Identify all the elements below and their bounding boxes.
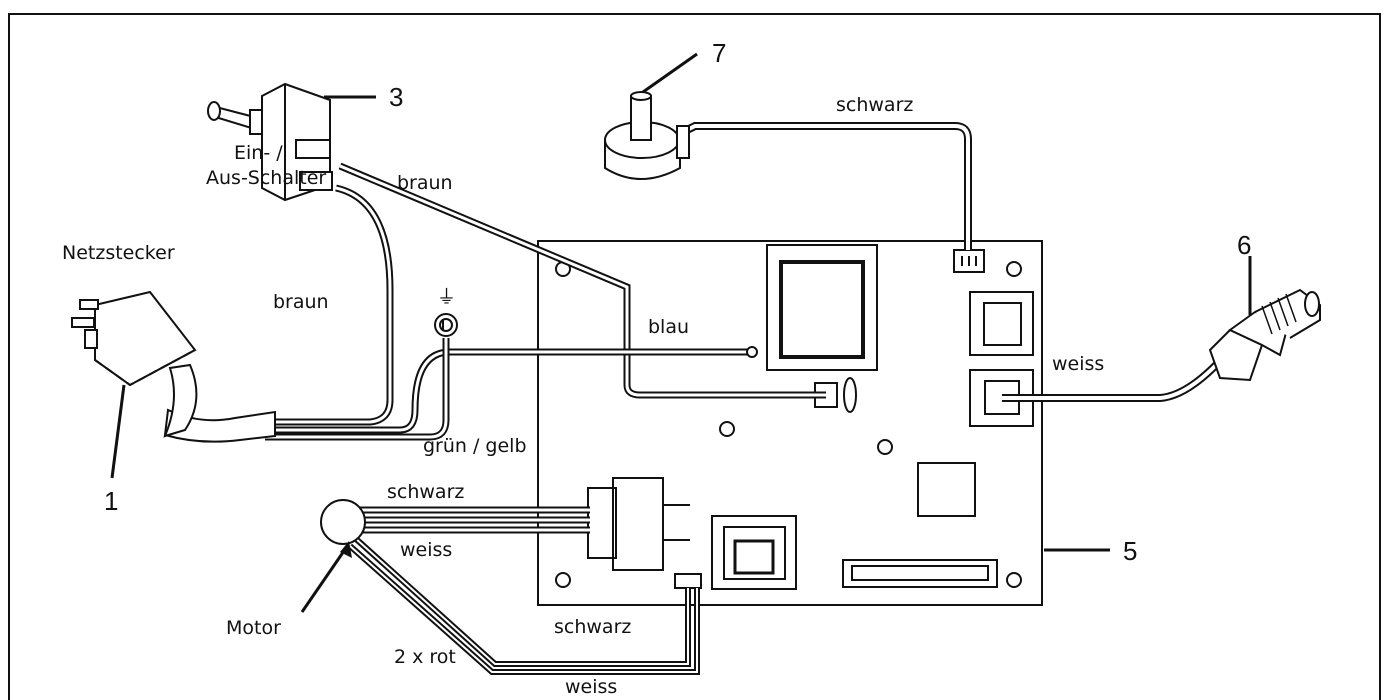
motor-connector [587,477,690,571]
callout-1: 1 [104,486,118,516]
callout-6: 6 [1237,230,1251,260]
wires [265,122,1234,675]
motor-arrow-head [340,541,352,558]
callout-3: 3 [389,82,403,112]
motor-wire-weiss: weiss [400,539,452,561]
diagram-frame [8,13,1381,700]
motor-body [320,499,366,545]
ground-symbol: ⏚ [437,286,456,308]
callout-5: 5 [1123,536,1137,566]
wire-braun-1: braun [397,172,453,194]
motor-wire-schwarz: schwarz [387,481,464,503]
power-plug [71,290,276,443]
control-board [537,240,1043,606]
wire-schwarz-pot: schwarz [836,94,913,116]
wire-gruen-gelb: grün / gelb [423,435,527,457]
wire-braun-2: braun [273,291,329,313]
ground-lug [434,313,458,337]
callout-7: 7 [712,38,726,68]
switch-label-line-2: Aus-Schalter [206,167,326,189]
wire-weiss-sensor: weiss [1052,353,1104,375]
lower-wire-schwarz: schwarz [554,616,631,638]
wire-blau: blau [648,316,689,338]
blue-wire-terminal [746,346,758,358]
potentiometer [604,91,690,180]
motor-label: Motor [226,617,281,639]
temperature-sensor [1208,288,1321,382]
plug-label: Netzstecker [62,242,175,264]
lower-wire-weiss: weiss [565,676,617,698]
switch-label-line-1: Ein- / [234,142,283,164]
callout-leaders [110,52,1252,613]
red-wires-label: 2 x rot [394,646,456,668]
toggle-switch [207,82,333,202]
